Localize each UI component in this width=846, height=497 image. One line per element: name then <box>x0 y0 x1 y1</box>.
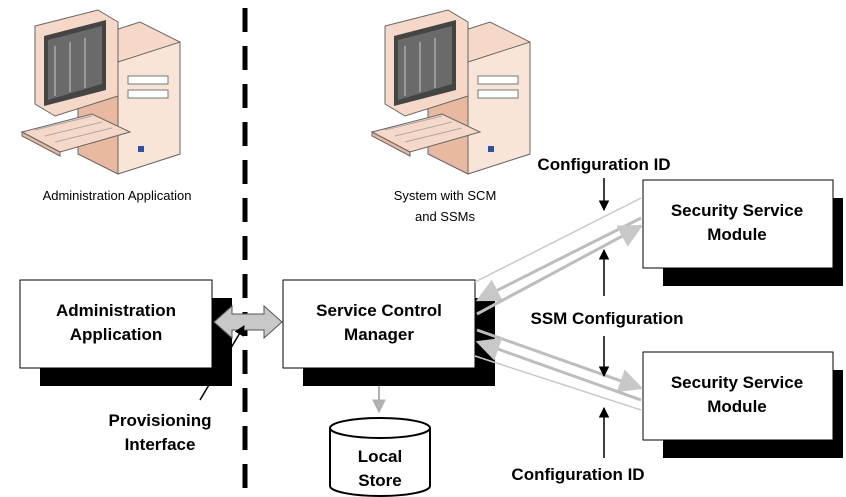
ssm-top-to-scm-arrow <box>475 216 642 302</box>
system-computer-caption-line2: and SSMs <box>415 209 475 224</box>
scm-box <box>282 279 476 369</box>
admin-app-label-line1: Administration <box>56 301 176 320</box>
scm-label-line2: Manager <box>344 325 414 344</box>
admin-computer-icon <box>20 9 181 175</box>
scm-label-line1: Service Control <box>316 301 442 320</box>
admin-app-label-line2: Application <box>70 325 163 344</box>
ssm-configuration-label: SSM Configuration <box>531 309 684 328</box>
scm-to-ssm-top-arrow <box>476 224 644 316</box>
provisioning-pointer-line <box>199 325 245 401</box>
provisioning-double-arrow <box>213 304 283 340</box>
local-store-database-icon <box>329 417 431 497</box>
provisioning-label-line2: Interface <box>125 435 196 454</box>
admin-app-box <box>19 279 213 369</box>
scm-to-ssm-bottom-arrow-thin <box>474 355 642 411</box>
scm-to-ssm-bottom-arrow <box>476 328 644 393</box>
scm-to-ssm-top-arrow-thin <box>474 197 642 283</box>
ssm-top-label-line1: Security Service <box>671 201 803 220</box>
system-computer-caption-line1: System with SCM <box>394 188 497 203</box>
ssm-bottom-label-line1: Security Service <box>671 373 803 392</box>
config-id-top-label: Configuration ID <box>537 155 670 174</box>
system-computer-icon <box>370 9 531 175</box>
ssm-top-box <box>642 179 834 269</box>
ssm-top-label-line2: Module <box>707 225 767 244</box>
config-id-bottom-label: Configuration ID <box>511 465 644 484</box>
local-store-label-line2: Store <box>358 471 401 490</box>
local-store-label-line1: Local <box>358 447 402 466</box>
ssm-bottom-label-line2: Module <box>707 397 767 416</box>
provisioning-label-line1: Provisioning <box>109 411 212 430</box>
ssm-bottom-box <box>642 351 834 441</box>
admin-computer-caption: Administration Application <box>43 188 192 203</box>
ssm-bottom-to-scm-arrow <box>475 337 642 402</box>
